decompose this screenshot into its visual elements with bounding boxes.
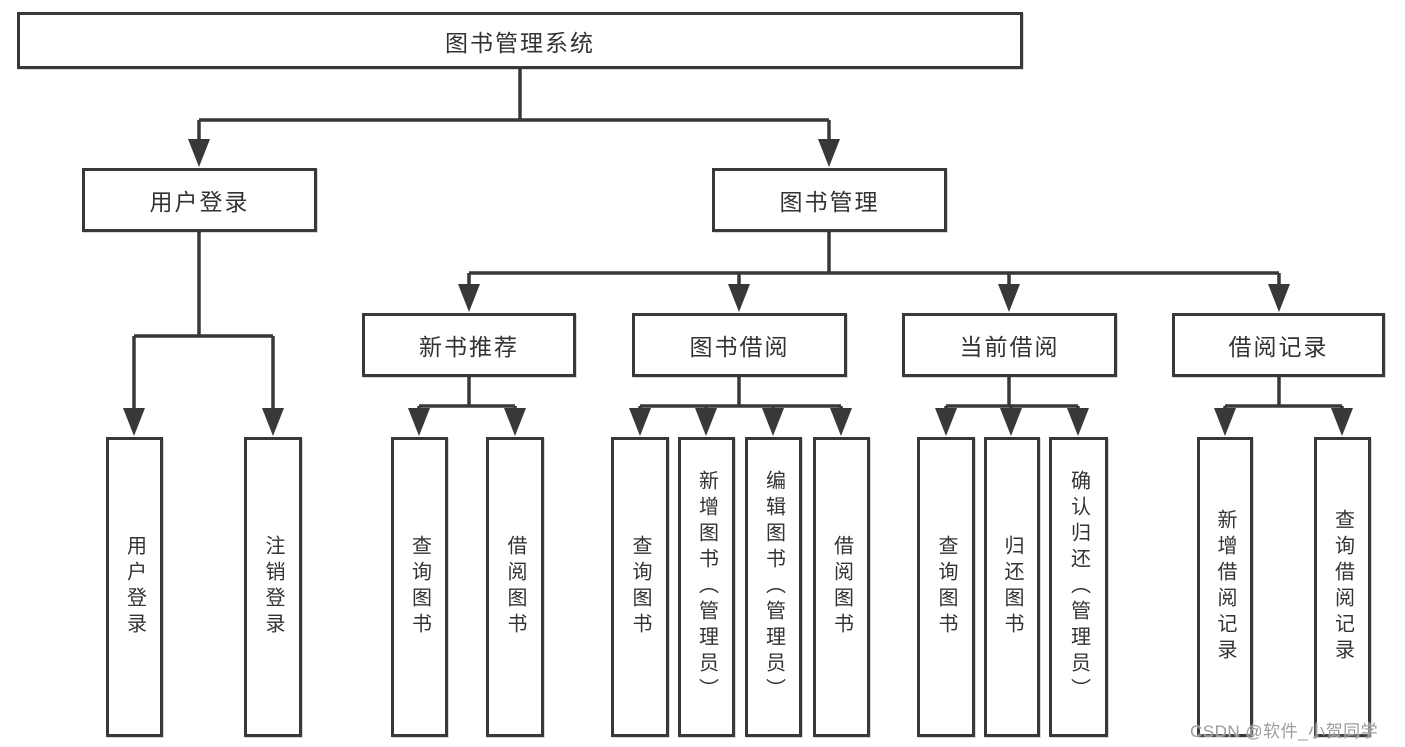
- arrowhead: [188, 139, 210, 167]
- leaf-query-books-2: 查询图书: [611, 437, 669, 737]
- arrowhead: [1331, 408, 1353, 436]
- arrowhead: [458, 284, 480, 312]
- leaf-user-login: 用户登录: [106, 437, 163, 737]
- node-book-management: 图书管理: [712, 168, 947, 232]
- arrowhead: [408, 408, 430, 436]
- leaf-add-borrow-record: 新增借阅记录: [1197, 437, 1253, 737]
- leaf-borrow-books-1: 借阅图书: [486, 437, 544, 737]
- leaf-query-books-1: 查询图书: [391, 437, 448, 737]
- leaf-edit-book-admin: 编辑图书（管理员）: [745, 437, 802, 737]
- node-library-system: 图书管理系统: [17, 12, 1023, 69]
- node-book-borrowing: 图书借阅: [632, 313, 847, 377]
- node-user-login: 用户登录: [82, 168, 317, 232]
- arrowhead: [262, 408, 284, 436]
- arrowhead: [1268, 284, 1290, 312]
- arrowhead: [830, 408, 852, 436]
- arrowhead: [1000, 408, 1022, 436]
- arrowhead: [1067, 408, 1089, 436]
- arrowhead: [629, 408, 651, 436]
- leaf-add-book-admin: 新增图书（管理员）: [678, 437, 735, 737]
- node-current-borrowing: 当前借阅: [902, 313, 1117, 377]
- leaf-query-books-3: 查询图书: [917, 437, 975, 737]
- arrowhead-group: [123, 139, 1353, 436]
- arrowhead: [818, 139, 840, 167]
- leaf-return-book: 归还图书: [984, 437, 1040, 737]
- arrowhead: [695, 408, 717, 436]
- leaf-query-borrow-record: 查询借阅记录: [1314, 437, 1371, 737]
- arrowhead: [998, 284, 1020, 312]
- leaf-logout: 注销登录: [244, 437, 302, 737]
- arrowhead: [728, 284, 750, 312]
- arrowhead: [123, 408, 145, 436]
- watermark-text: CSDN @软件_小贺同学: [1190, 722, 1379, 741]
- leaf-confirm-return-admin: 确认归还（管理员）: [1049, 437, 1108, 737]
- node-borrowing-records: 借阅记录: [1172, 313, 1385, 377]
- node-new-book-recommend: 新书推荐: [362, 313, 576, 377]
- leaf-borrow-books-2: 借阅图书: [813, 437, 870, 737]
- arrowhead: [1214, 408, 1236, 436]
- arrowhead: [504, 408, 526, 436]
- arrowhead: [935, 408, 957, 436]
- arrowhead: [762, 408, 784, 436]
